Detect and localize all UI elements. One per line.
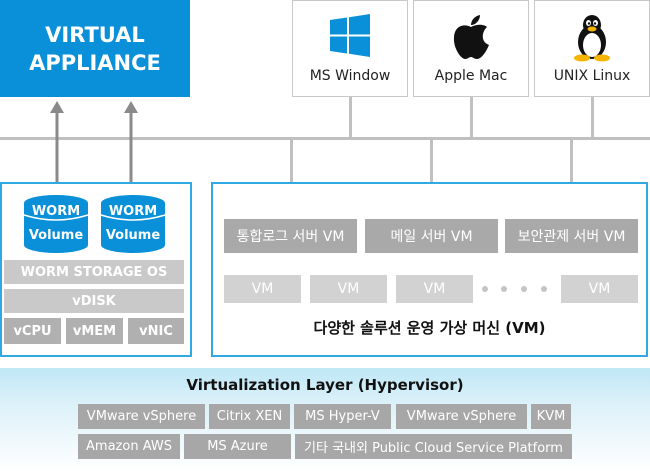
connector-bus — [0, 137, 650, 140]
hypervisor-ms-hyper-v: MS Hyper-V — [294, 404, 391, 429]
solution-vm-frame — [211, 182, 648, 357]
connector-line — [349, 97, 352, 139]
connector-line — [570, 140, 573, 219]
connector-line — [430, 140, 433, 219]
hypervisor-kvm: KVM — [531, 404, 571, 429]
worm-volume-label: WORM Volume — [28, 204, 84, 243]
vm-block: VM — [396, 275, 473, 303]
connector-line — [591, 97, 594, 139]
ellipsis-dot — [521, 286, 527, 292]
windows-logo-icon — [330, 14, 370, 57]
ellipsis-dot — [541, 286, 547, 292]
cloud-ms-azure: MS Azure — [184, 434, 291, 459]
ellipsis-dot — [501, 286, 507, 292]
guest-os-linux: UNIX Linux — [534, 0, 650, 97]
vnic-block: vNIC — [128, 318, 184, 344]
vcpu-block: vCPU — [4, 318, 61, 344]
worm-volume-cylinder — [23, 195, 89, 253]
vmem-block: vMEM — [66, 318, 123, 344]
connector-line — [470, 97, 473, 139]
cloud-other-public-platform: 기타 국내외 Public Cloud Service Platform — [295, 434, 572, 459]
connector-line — [290, 140, 293, 219]
cloud-amazon-aws: Amazon AWS — [78, 434, 180, 459]
log-server-vm: 통합로그 서버 VM — [224, 219, 357, 253]
guest-os-label: Apple Mac — [434, 68, 508, 84]
guest-os-windows: MS Window — [292, 0, 408, 97]
security-server-vm: 보안관제 서버 VM — [505, 219, 638, 253]
vm-block: VM — [310, 275, 387, 303]
vdisk-bar: vDISK — [4, 289, 184, 313]
virtual-appliance-line1: VIRTUAL — [45, 22, 145, 47]
linux-penguin-icon — [574, 15, 610, 62]
virtual-appliance-line2: APPLIANCE — [29, 50, 161, 75]
guest-os-label: MS Window — [309, 68, 391, 84]
guest-os-label: UNIX Linux — [553, 68, 631, 84]
mail-server-vm: 메일 서버 VM — [365, 219, 498, 253]
apple-logo-icon — [453, 15, 493, 59]
hypervisor-title: Virtualization Layer (Hypervisor) — [186, 376, 464, 394]
ellipsis-dot — [482, 286, 488, 292]
vm-block: VM — [561, 275, 638, 303]
virtual-appliance-box: VIRTUAL APPLIANCE — [0, 0, 190, 97]
worm-storage-os-bar: WORM STORAGE OS — [4, 260, 184, 284]
hypervisor-vmware-vsphere-2: VMware vSphere — [396, 404, 527, 429]
worm-volume-label: WORM Volume — [105, 204, 161, 243]
solution-caption: 다양한 솔루션 운영 가상 머신 (VM) — [313, 319, 546, 337]
worm-volume-cylinder — [100, 195, 166, 253]
hypervisor-citrix-xen: Citrix XEN — [209, 404, 290, 429]
guest-os-mac: Apple Mac — [413, 0, 529, 97]
vm-block: VM — [224, 275, 301, 303]
hypervisor-vmware-vsphere: VMware vSphere — [78, 404, 205, 429]
